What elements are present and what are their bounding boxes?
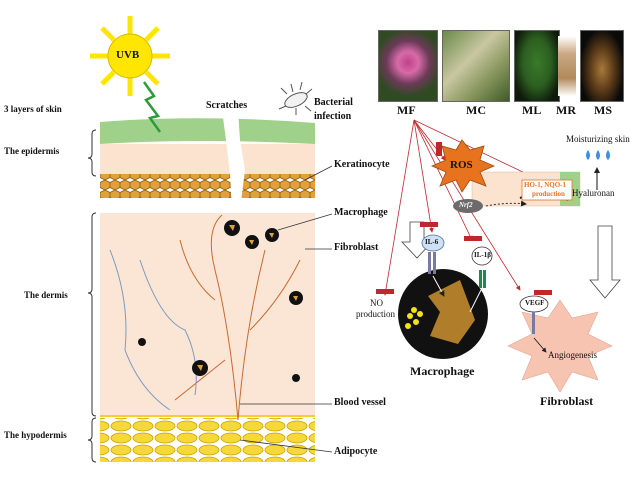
inhibit-bar-icon [376, 222, 552, 295]
three-layers-label: 3 layers of skin [4, 104, 62, 114]
sun-icon [90, 16, 170, 96]
il6-label: IL-6 [425, 238, 439, 246]
mc-label: MC [466, 103, 486, 117]
mr-label: MR [556, 103, 576, 117]
no-label: NO [370, 298, 383, 308]
dermis-layer [100, 213, 315, 416]
ms-label: MS [594, 103, 612, 117]
blood-vessel-label: Blood vessel [334, 397, 386, 408]
water-drop-icon [586, 150, 610, 160]
fibroblast-title: Fibroblast [540, 394, 594, 408]
ho1-label: HO-1, NQO-1 [524, 181, 566, 189]
macrophage-cells [138, 220, 303, 382]
scratch-wound [222, 110, 245, 210]
ros-label: ROS [450, 159, 473, 171]
nrf2-pill [453, 199, 483, 213]
il1b-label: IL-1β [474, 251, 491, 259]
inhibit-ros [436, 142, 442, 156]
angiogenesis-label: Angiogenesis [548, 350, 597, 360]
keratinocyte-label: Keratinocyte [334, 159, 390, 170]
fibroblast-label: Fibroblast [334, 242, 379, 253]
layer-brackets [87, 129, 97, 463]
epidermis-layer [100, 118, 315, 144]
mf-label: MF [397, 103, 416, 117]
keratinocyte-row [100, 174, 315, 198]
il1b-oval [471, 246, 493, 266]
no-production-label: production [356, 309, 395, 319]
bacterial-label-1: Bacterial [314, 97, 353, 108]
bacterial-label-2: infection [314, 111, 352, 122]
stratum-layer [100, 144, 315, 174]
ho1-production-label: production [532, 190, 565, 198]
blood-vessels [174, 214, 301, 421]
macrophage-title: Macrophage [410, 364, 475, 378]
down-arrow-right [589, 225, 621, 299]
vegf-label: VEGF [525, 299, 545, 307]
ml-label: ML [522, 103, 542, 117]
hyaluronan-label: Hyaluronan [572, 188, 615, 198]
hypodermis-label: The hypodermis [4, 430, 67, 440]
mc-photo [442, 30, 510, 102]
hypodermis-layer [100, 418, 315, 462]
il6-oval [421, 234, 445, 252]
ms-photo [580, 30, 624, 102]
ros-burst [430, 139, 496, 193]
nrf2-label: Nrf2 [459, 201, 473, 209]
uvb-label: UVB [116, 49, 140, 61]
scratches-label: Scratches [206, 100, 248, 111]
mr-photo [558, 36, 576, 96]
bacteria-icon [278, 81, 313, 115]
ml-photo [514, 30, 560, 102]
moisturizing-label: Moisturizing skin [566, 134, 630, 144]
receptor-icon [428, 252, 486, 288]
dermis-label: The dermis [24, 290, 68, 300]
adipocyte-label: Adipocyte [334, 446, 378, 457]
mf-photo [378, 30, 438, 102]
macrophage-label: Macrophage [334, 207, 388, 218]
epidermis-label: The epidermis [4, 146, 60, 156]
fibroblast-cell [507, 299, 613, 393]
lightning-icon [142, 81, 162, 133]
ho1-box [521, 179, 573, 201]
